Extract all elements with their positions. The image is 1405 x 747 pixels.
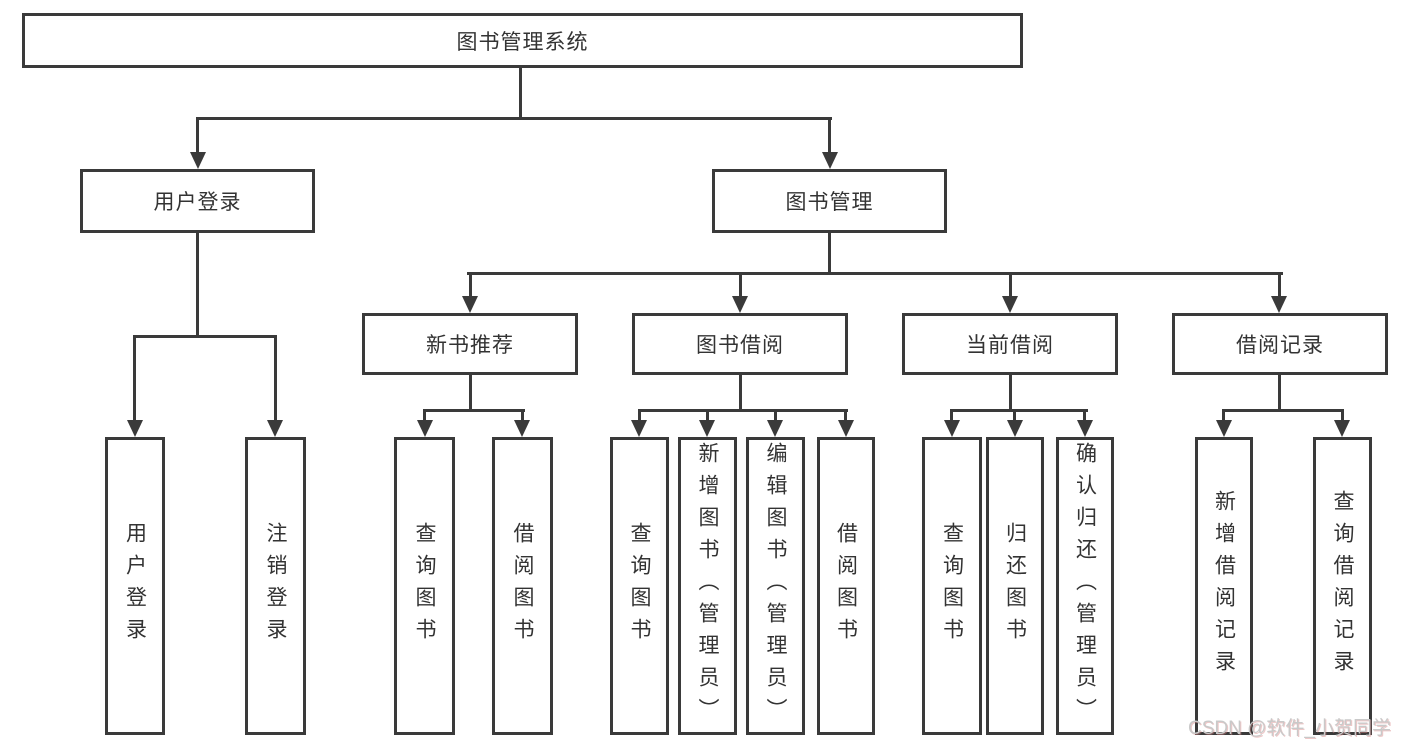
leaf-label: 查询图书 — [628, 522, 651, 650]
arrowhead-down-icon — [699, 420, 715, 437]
connector-rail — [1222, 409, 1344, 412]
arrowhead-down-icon — [1271, 296, 1287, 313]
node-book-borrow: 图书借阅 — [632, 313, 848, 375]
arrowhead-down-icon — [1216, 420, 1232, 437]
arrowhead-down-icon — [944, 420, 960, 437]
connector-root-stem — [519, 68, 522, 117]
leaf-label: 编辑图书（管理员） — [764, 442, 787, 730]
node-book-management-branch: 图书管理 — [712, 169, 947, 233]
arrowhead-down-icon — [1334, 420, 1350, 437]
leaf-confirm-return-admin: 确认归还（管理员） — [1056, 437, 1114, 735]
leaf-query-books-current: 查询图书 — [922, 437, 982, 735]
connector-drop — [423, 409, 426, 422]
arrowhead-down-icon — [417, 420, 433, 437]
node-label: 用户登录 — [153, 191, 242, 214]
connector-user-login-stem — [196, 233, 199, 335]
connector-drop — [706, 409, 709, 422]
leaf-label: 新增图书（管理员） — [696, 442, 719, 730]
leaf-edit-books-admin: 编辑图书（管理员） — [746, 437, 805, 735]
csdn-watermark: CSDN @软件_小贺同学 — [1188, 718, 1391, 739]
leaf-label: 借阅图书 — [511, 522, 534, 650]
connector-drop — [274, 335, 277, 420]
connector-drop — [521, 409, 524, 422]
connector-drop — [1009, 272, 1012, 298]
connector-drop — [1013, 409, 1016, 422]
leaf-label: 用户登录 — [123, 522, 147, 650]
connector-rail — [950, 409, 1088, 412]
node-label: 图书借阅 — [696, 334, 784, 357]
leaf-label: 查询图书 — [940, 522, 964, 650]
node-label: 图书管理 — [785, 191, 874, 214]
connector-stem — [1278, 375, 1281, 409]
connector-drop — [1341, 409, 1344, 422]
connector-drop — [844, 409, 847, 422]
node-root-label: 图书管理系统 — [456, 30, 589, 54]
connector-drop — [638, 409, 641, 422]
leaf-label: 归还图书 — [1003, 522, 1027, 650]
leaf-return-books: 归还图书 — [986, 437, 1044, 735]
connector-drop — [950, 409, 953, 422]
node-label: 新书推荐 — [426, 334, 514, 357]
connector-drop — [1083, 409, 1086, 422]
connector-drop — [739, 272, 742, 298]
leaf-query-books-borrow: 查询图书 — [610, 437, 669, 735]
arrowhead-down-icon — [462, 296, 478, 313]
leaf-query-books-recommend: 查询图书 — [394, 437, 455, 735]
arrowhead-down-icon — [127, 420, 143, 437]
arrowhead-down-icon — [190, 152, 206, 169]
connector-user-login-rail — [133, 335, 277, 338]
arrowhead-down-icon — [267, 420, 283, 437]
node-label: 当前借阅 — [966, 334, 1054, 357]
node-borrow-records: 借阅记录 — [1172, 313, 1388, 375]
connector-root-drop-left — [196, 117, 199, 153]
arrowhead-down-icon — [631, 420, 647, 437]
arrowhead-down-icon — [1077, 420, 1093, 437]
leaf-label: 查询借阅记录 — [1331, 490, 1354, 682]
connector-book-mgmt-rail — [467, 272, 1283, 275]
leaf-label: 借阅图书 — [834, 522, 858, 650]
leaf-label: 新增借阅记录 — [1212, 490, 1236, 682]
leaf-logout: 注销登录 — [245, 437, 306, 735]
arrowhead-down-icon — [1002, 296, 1018, 313]
leaf-query-borrow-record: 查询借阅记录 — [1313, 437, 1372, 735]
leaf-add-books-admin: 新增图书（管理员） — [678, 437, 737, 735]
leaf-label: 注销登录 — [264, 522, 287, 650]
node-root: 图书管理系统 — [22, 13, 1023, 68]
connector-stem — [1009, 375, 1012, 409]
arrowhead-down-icon — [822, 152, 838, 169]
connector-drop — [469, 272, 472, 298]
connector-drop — [1278, 272, 1281, 298]
node-user-login-branch: 用户登录 — [80, 169, 315, 233]
connector-stem — [469, 375, 472, 409]
node-current-borrow: 当前借阅 — [902, 313, 1118, 375]
leaf-label: 确认归还（管理员） — [1073, 442, 1097, 730]
node-label: 借阅记录 — [1236, 334, 1324, 357]
arrowhead-down-icon — [732, 296, 748, 313]
leaf-add-borrow-record: 新增借阅记录 — [1195, 437, 1253, 735]
connector-stem — [739, 375, 742, 409]
connector-rail — [423, 409, 525, 412]
node-new-book-recommend: 新书推荐 — [362, 313, 578, 375]
connector-drop — [133, 335, 136, 420]
connector-book-mgmt-stem — [828, 233, 831, 272]
arrowhead-down-icon — [1007, 420, 1023, 437]
leaf-label: 查询图书 — [413, 522, 436, 650]
connector-root-rail — [196, 117, 832, 120]
connector-drop — [1222, 409, 1225, 422]
arrowhead-down-icon — [838, 420, 854, 437]
connector-rail — [638, 409, 848, 412]
leaf-borrow-books: 借阅图书 — [817, 437, 875, 735]
arrowhead-down-icon — [767, 420, 783, 437]
connector-drop — [774, 409, 777, 422]
arrowhead-down-icon — [514, 420, 530, 437]
leaf-user-login: 用户登录 — [105, 437, 165, 735]
connector-root-drop-right — [828, 117, 831, 153]
leaf-borrow-books-recommend: 借阅图书 — [492, 437, 553, 735]
